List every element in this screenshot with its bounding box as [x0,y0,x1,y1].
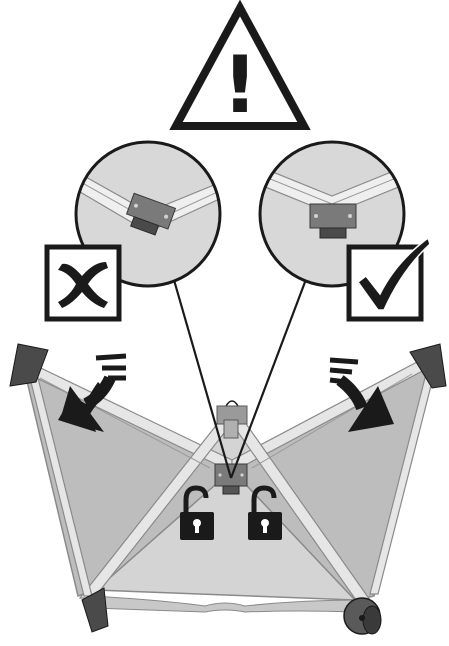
top-hinge-back [216,400,248,439]
warning-triangle-icon: ! [169,0,311,131]
foot-top-right [409,343,447,389]
check-mark-icon [346,236,431,322]
playpen-rails [19,351,437,601]
curved-arrow-down-right-icon [329,357,394,432]
warning-exclamation: ! [222,41,258,131]
curved-arrow-down-left-icon [58,353,127,432]
foot-bottom-left [81,587,109,633]
playpen [9,343,447,635]
cross-mark-icon [44,244,122,322]
unlocked-padlock-icon [180,485,214,540]
wheel-bottom-right [343,597,382,635]
unlocked-padlock-icon [248,485,282,540]
callout-lines [172,279,307,479]
foot-top-left [9,343,49,387]
